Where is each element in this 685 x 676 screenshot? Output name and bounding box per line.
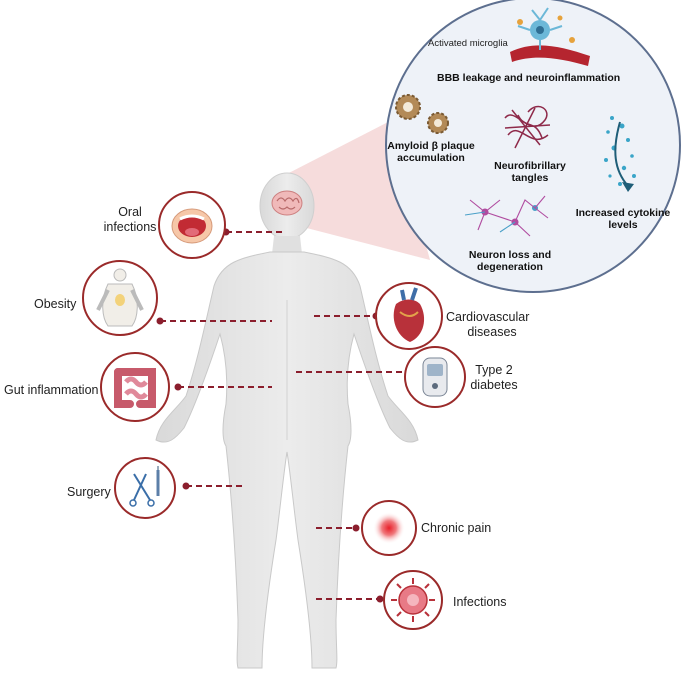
label-activated-microglia: Activated microglia	[428, 38, 508, 49]
label-cytokine-line2: levels	[608, 219, 638, 231]
label-diabetes-line1: Type 2	[475, 363, 513, 377]
label-cytokine-line1: Increased cytokine	[575, 207, 671, 219]
heart-icon	[375, 282, 443, 350]
label-surgery: Surgery	[67, 485, 111, 499]
label-oral-line2: infections	[103, 220, 157, 234]
intestine-icon	[100, 352, 170, 422]
label-neuron-line1: Neuron loss and	[468, 249, 552, 261]
label-cardio-line1: Cardiovascular	[446, 310, 530, 324]
glucometer-icon	[404, 346, 466, 408]
label-neuron-line2: degeneration	[477, 261, 543, 273]
label-obesity: Obesity	[34, 297, 77, 311]
brain-icon	[271, 190, 303, 216]
label-tangles-line2: tangles	[511, 172, 549, 184]
label-amyloid-line2: accumulation	[397, 152, 465, 164]
label-bbb-leakage: BBB leakage and neuroinflammation	[437, 72, 621, 84]
microglia-icon	[510, 7, 590, 66]
label-gut-inflammation: Gut inflammation	[4, 383, 99, 397]
tangles-icon	[504, 105, 551, 149]
label-infections: Infections	[453, 595, 507, 609]
cytokine-icon	[604, 116, 636, 192]
virus-icon	[383, 570, 443, 630]
surgery-icon	[114, 457, 176, 519]
label-oral-line1: Oral	[118, 205, 142, 219]
mouth-icon	[158, 191, 226, 259]
obesity-icon	[82, 260, 158, 336]
connectors	[160, 231, 408, 600]
label-amyloid-line1: Amyloid β plaque	[387, 140, 475, 152]
label-cardio-line2: diseases	[467, 325, 517, 339]
label-chronic-pain: Chronic pain	[421, 521, 492, 535]
pain-icon	[361, 500, 417, 556]
label-diabetes-line2: diabetes	[470, 378, 518, 392]
label-tangles-line1: Neurofibrillary	[494, 160, 566, 172]
amyloid-plaque-icon	[395, 94, 449, 134]
brain-detail-panel	[385, 0, 681, 293]
neuron-icon	[464, 195, 549, 237]
